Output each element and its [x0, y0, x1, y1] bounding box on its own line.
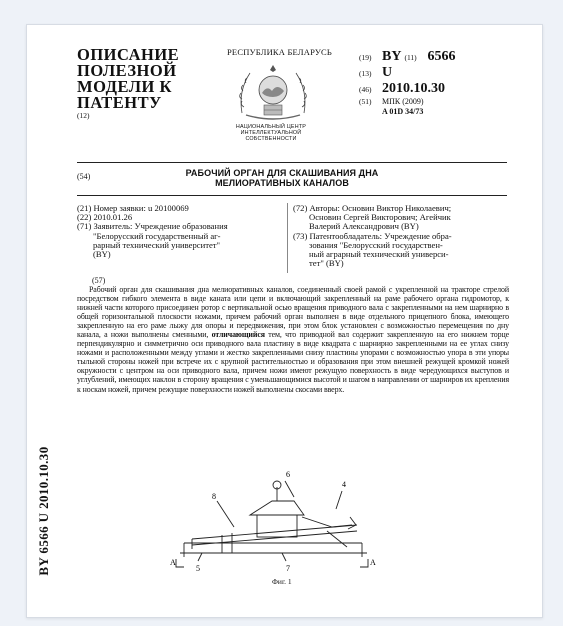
authors-info: (72) Авторы: Основин Виктор Николаевич; … [293, 203, 505, 269]
inid-code: (13) [359, 69, 372, 78]
authors-line: ный аграрный технический универси- [309, 249, 449, 260]
center-org-line: НАЦИОНАЛЬНЫЙ ЦЕНТР [235, 124, 307, 130]
heading-line: ПОЛЕЗНОЙ [77, 61, 177, 80]
figure-label: A [170, 558, 176, 567]
figure-label: 7 [286, 564, 290, 573]
application-info: (21) Номер заявки: u 20100069 (22) 2010.… [77, 203, 282, 260]
application-line: (71) Заявитель: Учреждение образования [77, 221, 228, 232]
application-line: рарный технический университет" [93, 239, 221, 250]
kind-code: U [382, 65, 393, 80]
figure-label: 8 [212, 492, 216, 501]
heading-code: (12) [77, 111, 90, 120]
mpk-class: A 01D 34/73 [382, 107, 424, 116]
divider [77, 162, 507, 163]
inid-code: (46) [359, 85, 372, 94]
title-line: РАБОЧИЙ ОРГАН ДЛЯ СКАШИВАНИЯ ДНА [185, 168, 379, 178]
state-emblem-icon [239, 65, 307, 120]
inid-code: (57) [92, 276, 106, 285]
authors-line: Валерий Александрович (BY) [309, 221, 419, 232]
authors-line: (73) Патентообладатель: Учреждение обра- [293, 230, 452, 241]
figure-caption: Фиг. 1 [272, 577, 292, 586]
figure-drawing: 8 6 4 A A 5 7 [170, 470, 376, 573]
authors-line: зования "Белорусский государствен- [309, 239, 443, 250]
side-document-id: BY 6566 U 2010.10.30 [36, 446, 51, 576]
inid-code: (19) [359, 53, 372, 62]
abstract-text: Рабочий орган для скашивания дна мелиора… [77, 285, 509, 394]
abstract-part: Рабочий орган для скашивания дна мелиора… [77, 285, 509, 340]
heading-line: ОПИСАНИЕ [77, 45, 180, 64]
document-heading: ОПИСАНИЕ ПОЛЕЗНОЙ МОДЕЛИ К ПАТЕНТУ (12) [77, 45, 187, 120]
divider [77, 195, 507, 196]
authors-line: (72) Авторы: Основин Виктор Николаевич; [293, 203, 452, 213]
patent-number: 6566 [427, 49, 456, 64]
center-org-line: ИНТЕЛЛЕКТУАЛЬНОЙ [240, 130, 302, 136]
country-code: BY [382, 49, 402, 64]
abstract-part: тем, что приводной вал содержит закрепле… [77, 330, 510, 394]
figure-label: 6 [286, 470, 290, 479]
heading-line: МОДЕЛИ К [77, 77, 172, 96]
application-line: "Белорусский государственный аг- [93, 230, 221, 241]
patent-page: ОПИСАНИЕ ПОЛЕЗНОЙ МОДЕЛИ К ПАТЕНТУ (12) … [26, 24, 543, 618]
application-line: (21) Номер заявки: u 20100069 [77, 203, 189, 213]
inid-code: (11) [404, 53, 417, 62]
application-line: (BY) [93, 249, 111, 260]
utility-model-title: РАБОЧИЙ ОРГАН ДЛЯ СКАШИВАНИЯ ДНА МЕЛИОРА… [127, 168, 437, 188]
abstract-keyword: отличающийся [211, 330, 265, 340]
inid-code: (54) [77, 172, 91, 181]
authors-line: Основин Сергей Викторович; Агейчик [309, 212, 451, 223]
figure-label: 5 [196, 564, 200, 573]
heading-line: ПАТЕНТУ [77, 93, 162, 112]
publication-date: 2010.10.30 [382, 81, 445, 96]
center-org-line: СОБСТВЕННОСТИ [245, 136, 297, 142]
authors-line: тет" (BY) [309, 258, 344, 269]
title-line: МЕЛИОРАТИВНЫХ КАНАЛОВ [215, 178, 349, 188]
center-org: НАЦИОНАЛЬНЫЙ ЦЕНТР ИНТЕЛЛЕКТУАЛЬНОЙ СОБС… [225, 124, 317, 142]
mpk-label: МПК (2009) [382, 97, 424, 106]
column-divider [287, 203, 288, 273]
inid-code: (51) [359, 97, 372, 106]
figure-label: A [370, 558, 376, 567]
figure-label: 4 [342, 480, 346, 489]
republic-label: РЕСПУБЛИКА БЕЛАРУСЬ [227, 47, 332, 57]
bibliographic-data: (19) BY (11) 6566 (13) U (46) 2010.10.30… [359, 49, 458, 117]
application-line: (22) 2010.01.26 [77, 212, 133, 223]
